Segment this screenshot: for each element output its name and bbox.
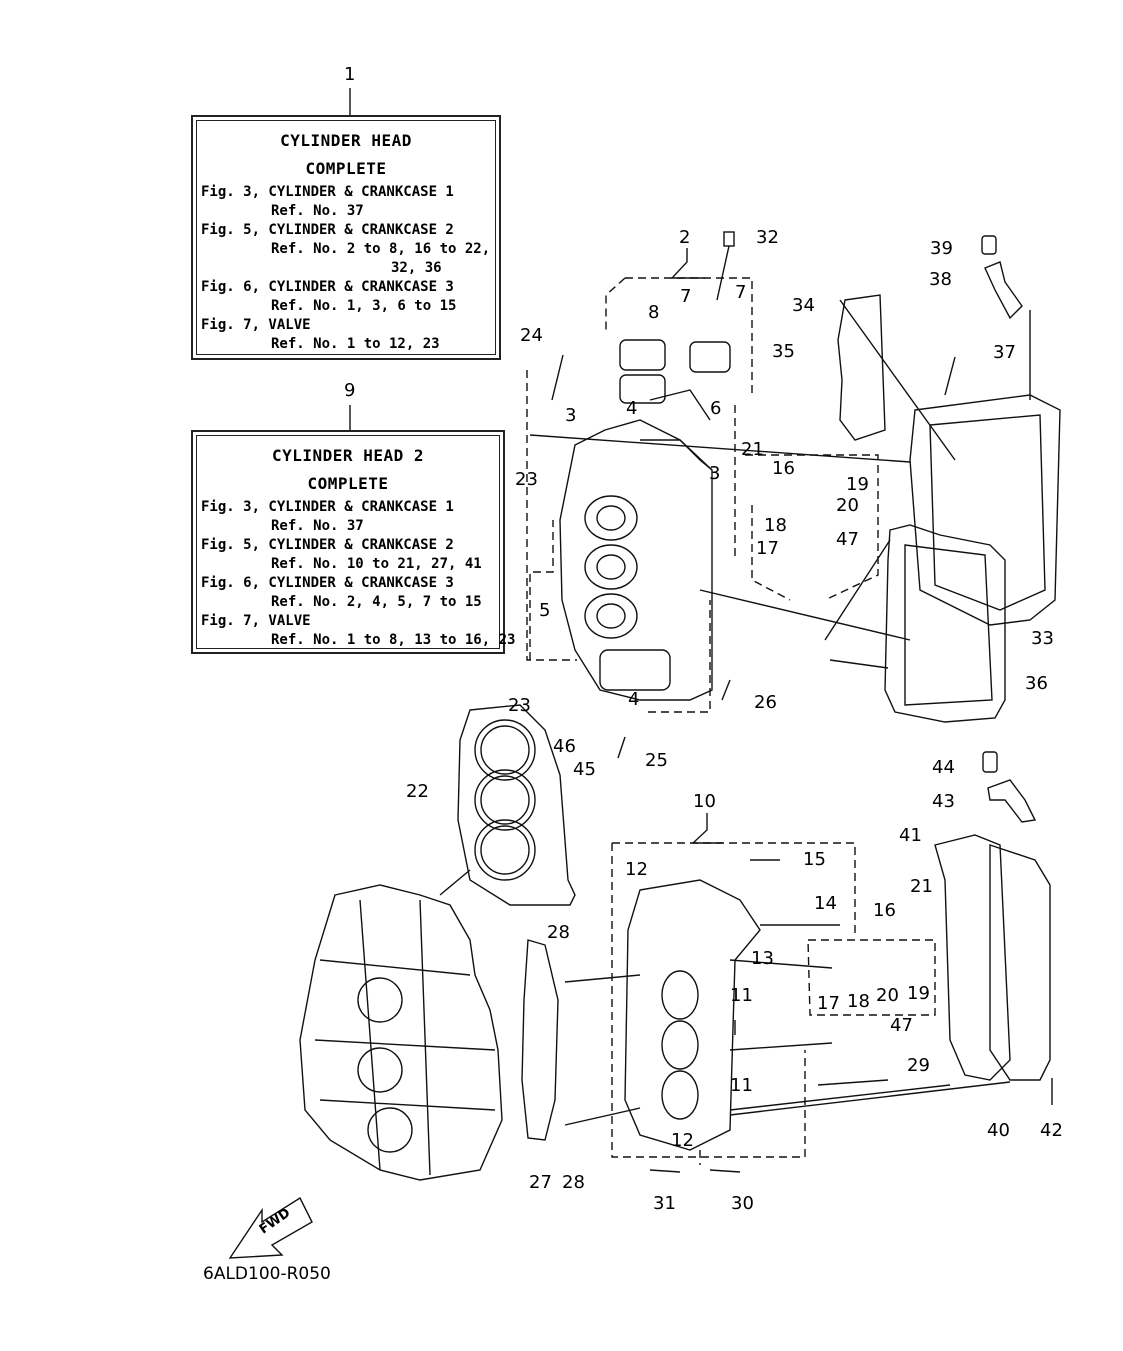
callout-6: 6 [710,398,722,419]
callout-12: 12 [625,859,648,880]
callout-21: 21 [910,876,933,897]
callout-43: 43 [932,791,955,812]
callout-40: 40 [987,1120,1010,1141]
callout-19: 19 [846,474,869,495]
callout-11: 11 [730,1075,753,1096]
callout-13: 13 [751,948,774,969]
callout-16: 16 [873,900,896,921]
callout-3: 3 [565,405,577,426]
cylinder-head-2-note-box: CYLINDER HEAD 2 COMPLETE Fig. 3, CYLINDE… [191,430,516,654]
callout-9: 9 [344,380,356,401]
callout-42: 42 [1040,1120,1063,1141]
note-line: Fig. 6, CYLINDER & CRANKCASE 3 [201,279,454,295]
callout-47: 47 [890,1015,913,1036]
note-line: Fig. 3, CYLINDER & CRANKCASE 1 [201,184,454,200]
callout-18: 18 [764,515,787,536]
note-title: CYLINDER HEAD [280,131,412,150]
note-line: Ref. No. 2, 4, 5, 7 to 15 [271,594,482,610]
callout-25: 25 [645,750,668,771]
callout-12: 12 [671,1130,694,1151]
callout-28: 28 [562,1172,585,1193]
callout-38: 38 [929,269,952,290]
callout-34: 34 [792,295,815,316]
note-line: Ref. No. 1 to 12, 23 [271,336,440,352]
note-line: Fig. 7, VALVE [201,613,311,629]
callout-4: 4 [626,398,638,419]
callout-39: 39 [930,238,953,259]
callout-28: 28 [547,922,570,943]
callout-44: 44 [932,757,955,778]
note-line: Fig. 5, CYLINDER & CRANKCASE 2 [201,537,454,553]
callout-21: 21 [741,439,764,460]
callout-22: 22 [406,781,429,802]
callout-17: 17 [817,993,840,1014]
callout-35: 35 [772,341,795,362]
note-subtitle: COMPLETE [305,159,387,178]
callout-16: 16 [772,458,795,479]
note-line: 32, 36 [391,260,442,276]
callout-5: 5 [539,600,551,621]
callout-20: 20 [836,495,859,516]
callout-31: 31 [653,1193,676,1214]
callout-7: 7 [680,286,692,307]
note-line: Fig. 5, CYLINDER & CRANKCASE 2 [201,222,454,238]
callout-32: 32 [756,227,779,248]
callout-7: 7 [735,282,747,303]
callout-1: 1 [344,64,356,85]
callout-8: 8 [648,302,660,323]
note-title: CYLINDER HEAD 2 [272,446,424,465]
cylinder-head-note-box: CYLINDER HEAD COMPLETE Fig. 3, CYLINDER … [191,115,501,360]
callout-46: 46 [553,736,576,757]
callout-26: 26 [754,692,777,713]
callout-14: 14 [814,893,837,914]
callout-10: 10 [693,791,716,812]
callout-41: 41 [899,825,922,846]
note-line: Ref. No. 2 to 8, 16 to 22, [271,241,491,257]
note-line: Ref. No. 37 [271,203,364,219]
callout-37: 37 [993,342,1016,363]
callout-45: 45 [573,759,596,780]
callout-2: 2 [679,227,691,248]
callout-19: 19 [907,983,930,1004]
note-line: Fig. 3, CYLINDER & CRANKCASE 1 [201,499,454,515]
callout-24: 24 [520,325,543,346]
callout-36: 36 [1025,673,1048,694]
callout-20: 20 [876,985,899,1006]
callout-23: 23 [515,469,538,490]
callout-30: 30 [731,1193,754,1214]
note-subtitle: COMPLETE [307,474,389,493]
callout-47: 47 [836,529,859,550]
callout-23: 23 [508,695,531,716]
callout-33: 33 [1031,628,1054,649]
note-line: Fig. 7, VALVE [201,317,311,333]
note-line: Ref. No. 37 [271,518,364,534]
note-line: Ref. No. 1 to 8, 13 to 16, 23 [271,632,516,648]
note-line: Fig. 6, CYLINDER & CRANKCASE 3 [201,575,454,591]
callout-11: 11 [730,985,753,1006]
note-line: Ref. No. 1, 3, 6 to 15 [271,298,457,314]
callout-15: 15 [803,849,826,870]
callout-3: 3 [709,463,721,484]
callout-27: 27 [529,1172,552,1193]
callout-29: 29 [907,1055,930,1076]
callout-4: 4 [628,689,640,710]
callout-18: 18 [847,991,870,1012]
document-code: 6ALD100-R050 [203,1264,331,1284]
note-line: Ref. No. 10 to 21, 27, 41 [271,556,482,572]
callout-17: 17 [756,538,779,559]
